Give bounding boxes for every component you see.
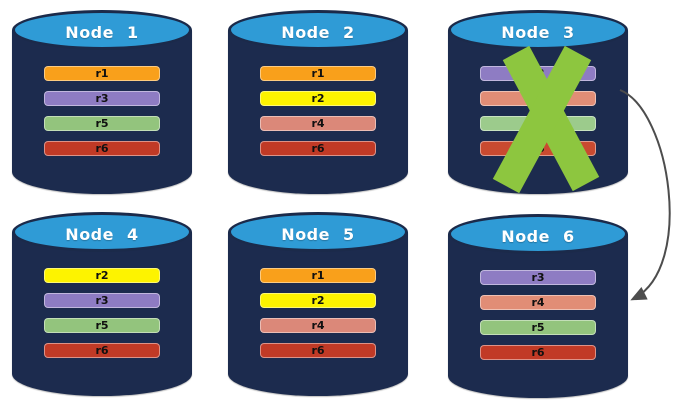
replica-bar: r1 — [260, 66, 376, 81]
cylinder-top: Node 1 — [12, 10, 192, 50]
replica-bar: r2 — [44, 268, 160, 283]
node-4: Node 4 r2 r3 r5 r6 — [12, 210, 192, 398]
node-1: Node 1 r1 r3 r5 r6 — [12, 8, 192, 196]
replica-list: r3 r4 r5 r6 — [480, 66, 596, 156]
node-title: Node 3 — [501, 22, 575, 42]
replica-bar: r2 — [260, 91, 376, 106]
node-title: Node 6 — [501, 226, 575, 246]
replica-bar: r5 — [44, 318, 160, 333]
replica-bar: r5 — [44, 116, 160, 131]
replica-bar: r4 — [480, 91, 596, 106]
cylinder-body — [228, 30, 408, 194]
cylinder-body — [448, 234, 628, 398]
replica-bar: r1 — [44, 66, 160, 81]
replica-bar: r6 — [260, 141, 376, 156]
replica-bar: r3 — [44, 293, 160, 308]
node-6: Node 6 r3 r4 r5 r6 — [448, 212, 628, 400]
cylinder-body — [228, 232, 408, 396]
replica-bar: r1 — [260, 268, 376, 283]
node-2: Node 2 r1 r2 r4 r6 — [228, 8, 408, 196]
replica-bar: r4 — [260, 318, 376, 333]
replica-list: r1 r2 r4 r6 — [260, 66, 376, 156]
replica-list: r1 r2 r4 r6 — [260, 268, 376, 358]
replica-bar: r6 — [480, 345, 596, 360]
replica-bar: r2 — [260, 293, 376, 308]
cylinder-body — [12, 30, 192, 194]
cylinder-top: Node 3 — [448, 10, 628, 50]
replica-bar: r6 — [260, 343, 376, 358]
replica-bar: r3 — [480, 270, 596, 285]
replica-bar: r6 — [480, 141, 596, 156]
replica-bar: r6 — [44, 141, 160, 156]
replica-bar: r6 — [44, 343, 160, 358]
node-title: Node 1 — [65, 22, 139, 42]
node-title: Node 5 — [281, 224, 355, 244]
cylinder-top: Node 5 — [228, 212, 408, 252]
replica-bar: r4 — [480, 295, 596, 310]
replica-list: r1 r3 r5 r6 — [44, 66, 160, 156]
cylinder-top: Node 6 — [448, 214, 628, 254]
cylinder-top: Node 4 — [12, 212, 192, 252]
replica-bar: r3 — [44, 91, 160, 106]
cylinder-body — [12, 232, 192, 396]
node-title: Node 2 — [281, 22, 355, 42]
replica-bar: r5 — [480, 116, 596, 131]
replica-bar: r5 — [480, 320, 596, 335]
replica-list: r2 r3 r5 r6 — [44, 268, 160, 358]
replica-list: r3 r4 r5 r6 — [480, 270, 596, 360]
replica-bar: r4 — [260, 116, 376, 131]
node-5: Node 5 r1 r2 r4 r6 — [228, 210, 408, 398]
node-title: Node 4 — [65, 224, 139, 244]
replica-bar: r3 — [480, 66, 596, 81]
cylinder-top: Node 2 — [228, 10, 408, 50]
node-3: Node 3 r3 r4 r5 r6 — [448, 8, 628, 196]
